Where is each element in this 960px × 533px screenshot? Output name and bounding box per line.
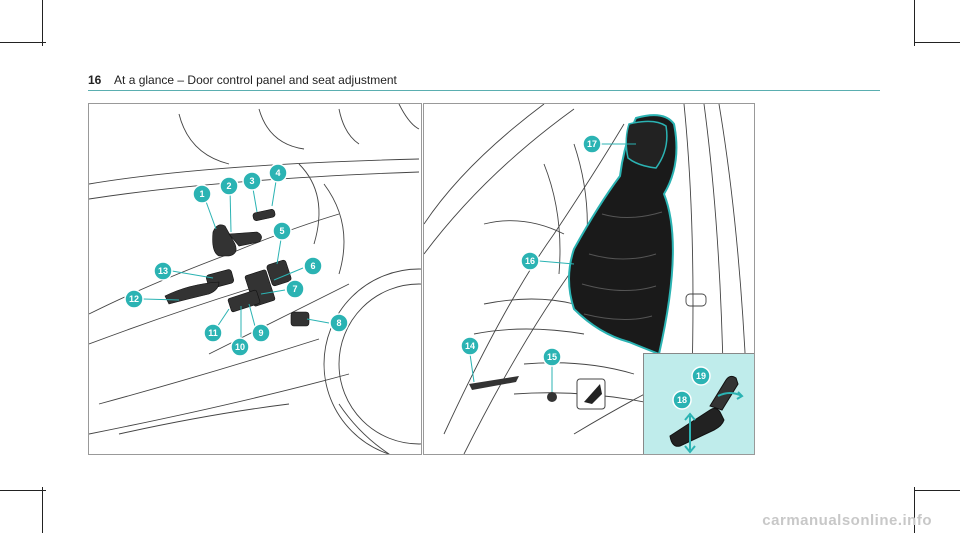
svg-text:7: 7 [292, 284, 297, 294]
crop-mark [42, 487, 43, 533]
callout-3: 3 [242, 171, 262, 191]
svg-text:13: 13 [158, 266, 168, 276]
crop-mark [914, 0, 915, 46]
svg-text:15: 15 [547, 352, 557, 362]
callout-19: 19 [691, 366, 711, 386]
inset-drawing: 18 19 [669, 366, 744, 454]
svg-text:17: 17 [587, 139, 597, 149]
door-panel-illustration: 1 2 3 4 5 6 7 8 9 10 11 12 13 [88, 103, 422, 455]
svg-text:6: 6 [310, 261, 315, 271]
svg-text:1: 1 [199, 189, 204, 199]
door-panel-drawing [89, 104, 421, 454]
callout-7: 7 [285, 279, 305, 299]
svg-text:8: 8 [336, 318, 341, 328]
crop-mark [914, 42, 960, 43]
callout-16: 16 [520, 251, 540, 271]
svg-text:2: 2 [226, 181, 231, 191]
header-rule [88, 90, 880, 91]
callout-17: 17 [582, 134, 602, 154]
seat-control-inset: 18 19 [643, 353, 754, 454]
callout-11: 11 [203, 323, 223, 343]
crop-mark [0, 42, 46, 43]
callout-2: 2 [219, 176, 239, 196]
right-callouts: 17 16 14 15 [460, 134, 602, 367]
seat-backrest [568, 114, 678, 356]
page-number: 16 [88, 73, 102, 87]
crop-mark [42, 0, 43, 46]
svg-text:19: 19 [696, 371, 706, 381]
svg-text:9: 9 [258, 328, 263, 338]
page-header: 16 At a glance – Door control panel and … [88, 73, 397, 87]
crop-mark [914, 487, 915, 533]
seat-headrest [625, 120, 668, 169]
callout-4: 4 [268, 163, 288, 183]
svg-text:12: 12 [129, 294, 139, 304]
svg-text:4: 4 [275, 168, 280, 178]
crop-mark [0, 490, 46, 491]
callout-15: 15 [542, 347, 562, 367]
callout-6: 6 [303, 256, 323, 276]
left-callouts: 1 2 3 4 5 6 7 8 9 10 11 12 13 [124, 163, 349, 357]
callout-5: 5 [272, 221, 292, 241]
callout-9: 9 [251, 323, 271, 343]
svg-text:18: 18 [677, 395, 687, 405]
svg-text:14: 14 [465, 341, 475, 351]
svg-text:16: 16 [525, 256, 535, 266]
seat-drawing [424, 104, 750, 454]
page-title: At a glance – Door control panel and sea… [114, 73, 397, 87]
callout-8: 8 [329, 313, 349, 333]
callout-18: 18 [672, 390, 692, 410]
callout-12: 12 [124, 289, 144, 309]
svg-text:10: 10 [235, 342, 245, 352]
watermark: carmanualsonline.info [762, 512, 932, 529]
crop-mark [914, 490, 960, 491]
svg-text:5: 5 [279, 226, 284, 236]
callout-13: 13 [153, 261, 173, 281]
callout-14: 14 [460, 336, 480, 356]
callout-1: 1 [192, 184, 212, 204]
svg-text:3: 3 [249, 176, 254, 186]
svg-text:11: 11 [208, 328, 218, 338]
callout-10: 10 [230, 337, 250, 357]
